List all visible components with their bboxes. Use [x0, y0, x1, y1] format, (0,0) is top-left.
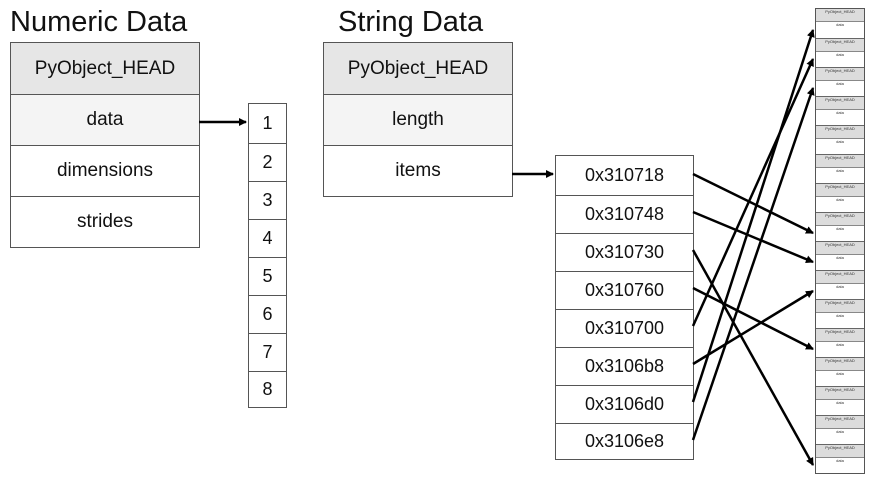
pointer-cell: 0x310730 [556, 233, 693, 271]
numeric-field-dimensions: dimensions [11, 145, 199, 196]
numeric-value: 2 [249, 143, 286, 181]
heap-object-data: data [816, 80, 864, 87]
numeric-value: 8 [249, 371, 286, 407]
numeric-value: 1 [262, 113, 273, 133]
heap-link-arrow [691, 87, 815, 441]
heap-object-data: data [816, 341, 864, 348]
heap-object-header: PyObject_HEAD [816, 68, 864, 80]
heap-link-arrow [691, 249, 815, 466]
heap-link-arrow [691, 29, 815, 403]
pointer-cell: 0x3106e8 [556, 423, 693, 459]
string-data-title: String Data [338, 6, 484, 38]
string-pointer-array: 0x310718 0x310748 0x310730 0x310760 0x31… [555, 155, 694, 460]
numeric-field-strides: strides [11, 196, 199, 247]
string-field-length: length [324, 94, 512, 145]
heap-object-header: PyObject_HEAD [816, 445, 864, 457]
heap-object-header: PyObject_HEAD [816, 329, 864, 341]
string-struct: PyObject_HEAD length items [323, 42, 513, 197]
numeric-field-pyobject-head: PyObject_HEAD [11, 43, 199, 94]
heap-object-data: data [816, 254, 864, 261]
heap-object-data: data [816, 138, 864, 145]
heap-object-data: data [816, 428, 864, 435]
heap-object-data: data [816, 283, 864, 290]
heap-object-header: PyObject_HEAD [816, 358, 864, 370]
heap-link-arrow [692, 172, 814, 235]
heap-object-data: data [816, 196, 864, 203]
heap-object-data: data [816, 51, 864, 58]
heap-object-data: data [816, 312, 864, 319]
pointer-cell: 0x310718 [584, 165, 665, 185]
heap-object-data: data [816, 370, 864, 377]
heap-object-header: PyObject_HEAD [816, 416, 864, 428]
pointer-cell: 0x310760 [556, 271, 693, 309]
pointer-cell: 0x3106d0 [556, 385, 693, 423]
heap-object-header: PyObject_HEAD [816, 184, 864, 196]
numeric-value: 5 [249, 257, 286, 295]
heap-object-header: PyObject_HEAD [816, 213, 864, 225]
numeric-field-data: data [11, 94, 199, 145]
heap-object-data: data [816, 399, 864, 406]
numeric-values-array: 1 2 3 4 5 6 7 8 [248, 103, 287, 408]
heap-link-arrow [692, 210, 814, 264]
heap-link-arrow [692, 286, 814, 351]
heap-object-header: PyObject_HEAD [816, 97, 864, 109]
heap-object-data: data [816, 167, 864, 174]
heap-object-header: PyObject_HEAD [816, 300, 864, 312]
heap-object-header: PyObject_HEAD [816, 387, 864, 399]
numeric-data-title: Numeric Data [10, 6, 188, 38]
numeric-struct: PyObject_HEAD data dimensions strides [10, 42, 200, 248]
string-field-pyobject-head: PyObject_HEAD [324, 43, 512, 94]
heap-object-header: PyObject_HEAD [816, 39, 864, 51]
heap-object-header: PyObject_HEAD [816, 271, 864, 283]
heap-object-header: PyObject_HEAD [816, 155, 864, 167]
pointer-cell: 0x310748 [556, 195, 693, 233]
heap-object-data: data [816, 21, 864, 28]
numeric-value: 3 [249, 181, 286, 219]
pointer-cell: 0x310700 [556, 309, 693, 347]
heap-object-data: data [816, 109, 864, 116]
heap-object-data: data [816, 225, 864, 232]
pointer-cell: 0x3106b8 [556, 347, 693, 385]
heap-object-header: PyObject_HEAD [816, 242, 864, 254]
numeric-value: 6 [249, 295, 286, 333]
heap-object-data: data [816, 457, 864, 464]
heap-link-arrow [692, 289, 814, 366]
numeric-value: 4 [249, 219, 286, 257]
heap-link-arrow [691, 58, 815, 327]
numeric-value: 7 [249, 333, 286, 371]
heap-object-header: PyObject_HEAD [816, 9, 864, 21]
string-field-items: items [324, 145, 512, 196]
heap-object-header: PyObject_HEAD [816, 126, 864, 138]
